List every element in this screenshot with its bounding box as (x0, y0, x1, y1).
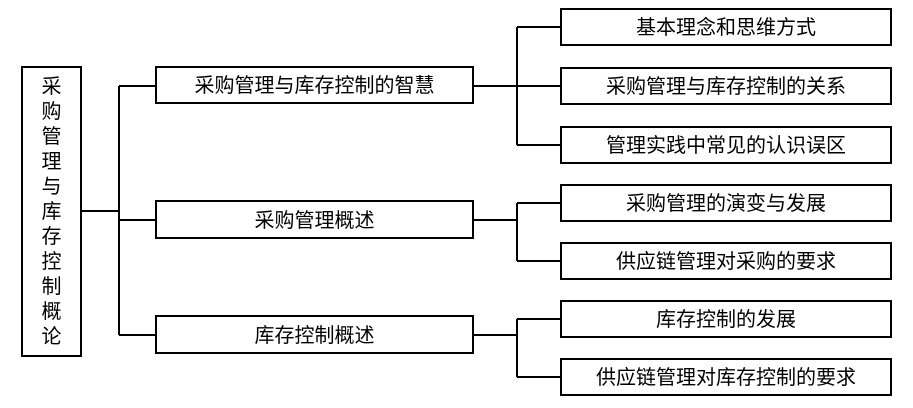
root-node: 采 购 管 理 与 库 存 控 制 概 论 (21, 66, 82, 357)
leaf-node: 库存控制的发展 (560, 300, 892, 338)
branch-node-inventory: 库存控制概述 (155, 315, 474, 354)
root-char: 存 (41, 224, 62, 248)
root-char: 概 (41, 299, 62, 323)
root-char: 控 (41, 249, 62, 273)
leaf-node: 管理实践中常见的认识误区 (560, 126, 892, 164)
branch-node-procurement: 采购管理概述 (155, 200, 474, 239)
root-char: 论 (41, 324, 62, 348)
leaf-node: 采购管理的演变与发展 (560, 184, 892, 222)
branch-node-wisdom: 采购管理与库存控制的智慧 (155, 66, 474, 104)
root-char: 制 (41, 274, 62, 298)
root-char: 与 (41, 174, 62, 198)
root-char: 采 (41, 74, 62, 98)
root-char: 库 (41, 199, 62, 223)
root-char: 管 (41, 124, 62, 148)
leaf-node: 供应链管理对库存控制的要求 (560, 358, 892, 396)
leaf-node: 供应链管理对采购的要求 (560, 242, 892, 280)
leaf-node: 采购管理与库存控制的关系 (560, 67, 892, 105)
root-char: 购 (41, 99, 62, 123)
root-char: 理 (41, 149, 62, 173)
leaf-node: 基本理念和思维方式 (560, 8, 892, 46)
